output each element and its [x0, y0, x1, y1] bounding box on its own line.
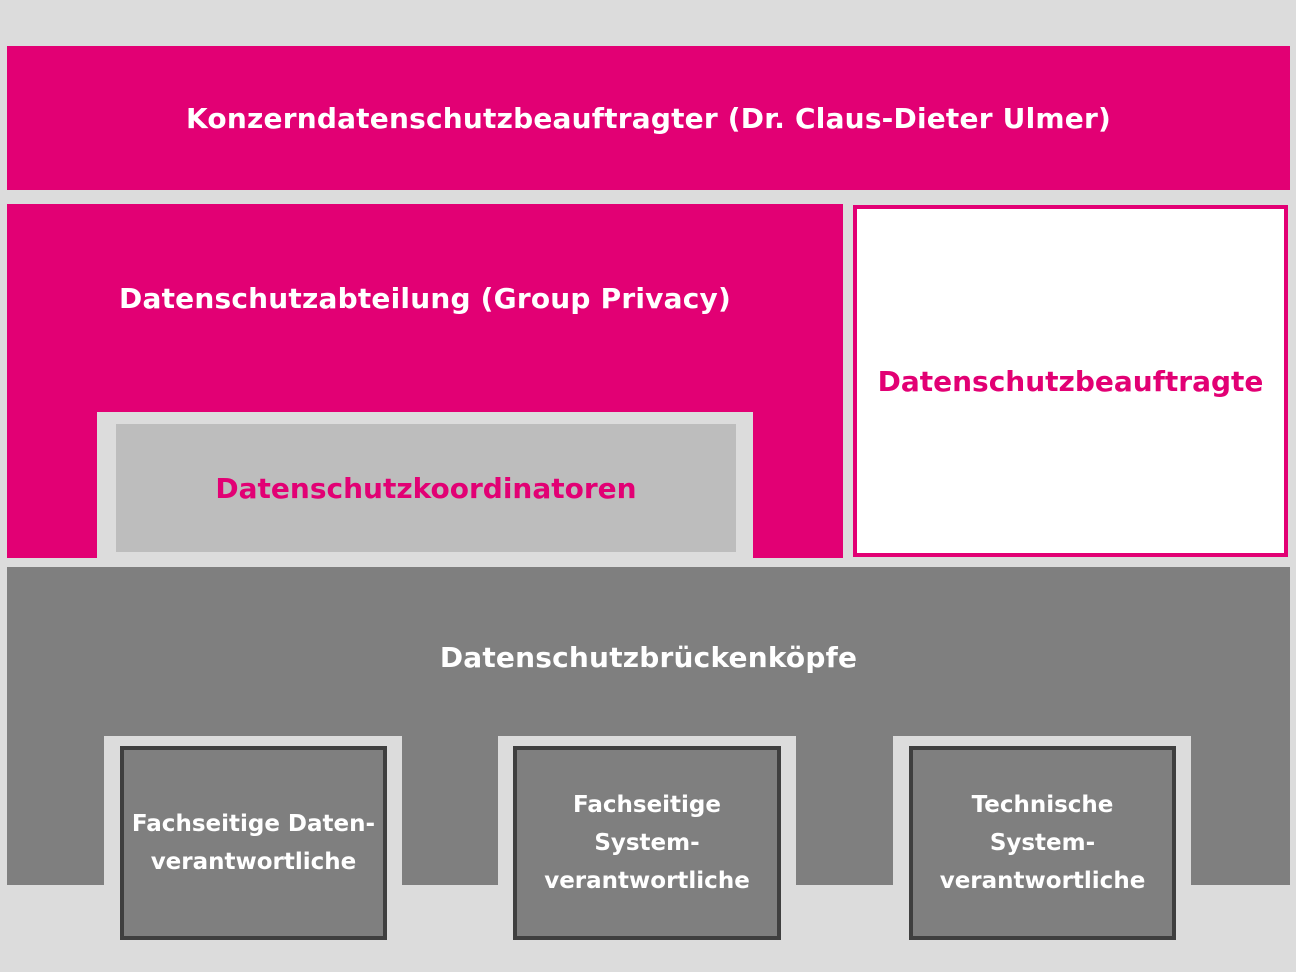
role-box-data-owners: Fachseitige Daten- verantwortliche — [120, 746, 387, 940]
coordinators-box: Datenschutzkoordinatoren — [116, 424, 736, 552]
data-protection-officers-box: Datenschutzbeauftragte — [853, 205, 1288, 557]
data-protection-officers-label: Datenschutzbeauftragte — [877, 364, 1264, 398]
privacy-department-label: Datenschutzabteilung (Group Privacy) — [119, 282, 731, 315]
group-dpo-label: Konzerndatenschutzbeauftragter (Dr. Clau… — [186, 101, 1111, 135]
role-label-data-owners: Fachseitige Daten- verantwortliche — [131, 811, 376, 875]
role-label-technical-system-owners: Technische System- verantwortliche — [939, 792, 1146, 894]
role-box-technical-system-owners: Technische System- verantwortliche — [909, 746, 1176, 940]
group-dpo-box: Konzerndatenschutzbeauftragter (Dr. Clau… — [7, 46, 1290, 190]
bridgeheads-label: Datenschutzbrückenköpfe — [439, 641, 858, 674]
coordinators-label: Datenschutzkoordinatoren — [215, 471, 637, 505]
role-label-business-system-owners: Fachseitige System- verantwortliche — [544, 792, 750, 894]
role-box-business-system-owners: Fachseitige System- verantwortliche — [513, 746, 781, 940]
